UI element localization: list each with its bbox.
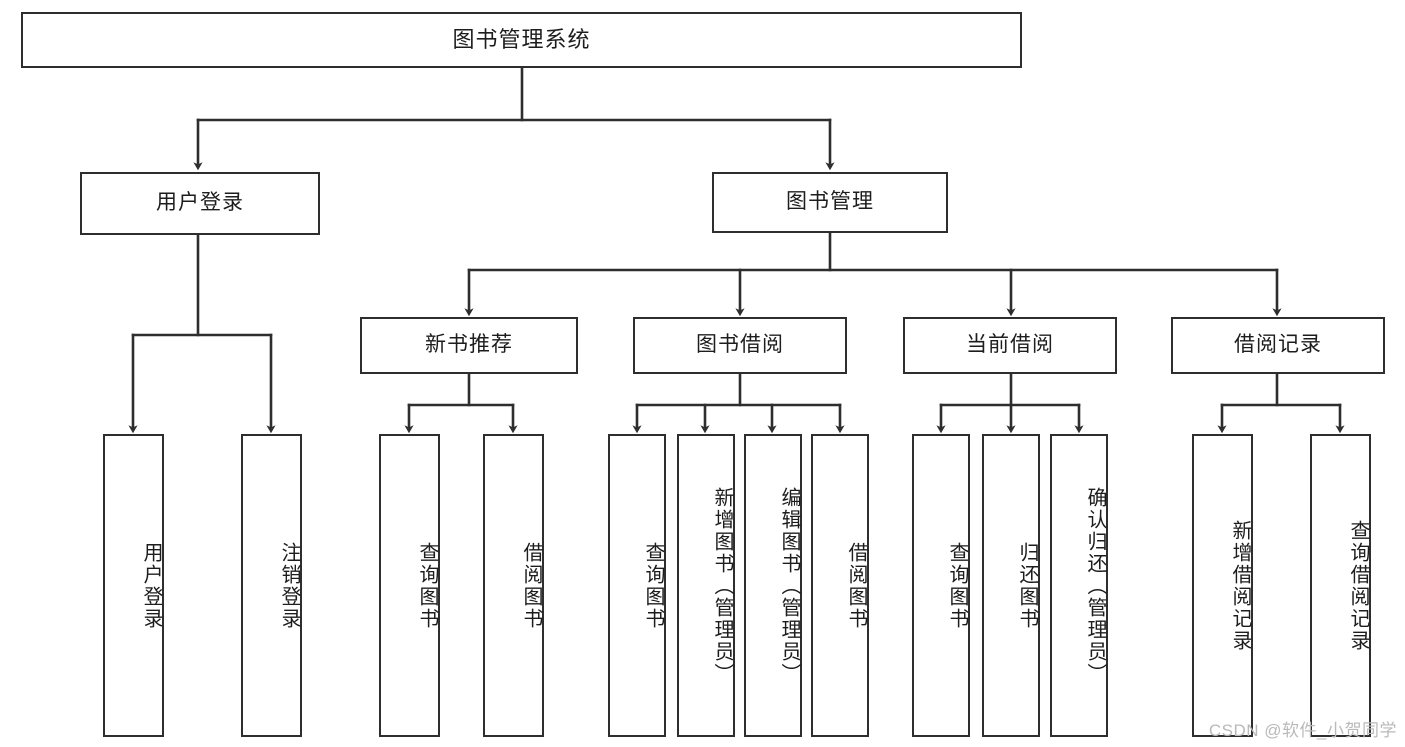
leaf-query-book-newbook-label: 查询图书 [416, 541, 438, 630]
node-book-management-label: 图书管理 [786, 190, 874, 214]
node-book-borrow[interactable]: 图书借阅 [633, 317, 847, 374]
leaf-query-borrow-record[interactable]: 查询借阅记录 [1310, 434, 1371, 737]
node-new-book-recommend[interactable]: 新书推荐 [360, 317, 578, 374]
leaf-logout-label: 注销登录 [278, 541, 300, 630]
leaf-add-book-admin[interactable]: 新增图书（管理员） [677, 434, 735, 737]
node-borrow-record-label: 借阅记录 [1234, 333, 1322, 357]
node-new-book-recommend-label: 新书推荐 [425, 333, 513, 357]
node-user-login[interactable]: 用户登录 [80, 172, 320, 235]
leaf-borrow-book[interactable]: 借阅图书 [811, 434, 869, 737]
leaf-borrow-book-newbook-label: 借阅图书 [520, 541, 542, 630]
leaf-return-book-label: 归还图书 [1016, 541, 1038, 630]
leaf-query-book-borrow[interactable]: 查询图书 [608, 434, 666, 737]
leaf-query-borrow-record-label: 查询借阅记录 [1347, 519, 1369, 652]
leaf-confirm-return-admin-label: 确认归还（管理员） [1084, 486, 1106, 685]
leaf-edit-book-admin[interactable]: 编辑图书（管理员） [744, 434, 802, 737]
leaf-borrow-book-newbook[interactable]: 借阅图书 [483, 434, 544, 737]
watermark: CSDN @软件_小贺同学 [1208, 721, 1397, 740]
leaf-edit-book-admin-label: 编辑图书（管理员） [778, 486, 800, 685]
node-current-borrow[interactable]: 当前借阅 [903, 317, 1117, 374]
node-book-borrow-label: 图书借阅 [696, 333, 784, 357]
node-current-borrow-label: 当前借阅 [966, 333, 1054, 357]
node-root[interactable]: 图书管理系统 [21, 12, 1022, 68]
leaf-query-book-borrow-label: 查询图书 [642, 541, 664, 630]
leaf-add-borrow-record-label: 新增借阅记录 [1229, 519, 1251, 652]
leaf-borrow-book-label: 借阅图书 [845, 541, 867, 630]
node-borrow-record[interactable]: 借阅记录 [1171, 317, 1385, 374]
leaf-add-book-admin-label: 新增图书（管理员） [711, 486, 733, 685]
leaf-add-borrow-record[interactable]: 新增借阅记录 [1192, 434, 1253, 737]
node-book-management[interactable]: 图书管理 [712, 172, 948, 233]
leaf-user-login[interactable]: 用户登录 [103, 434, 164, 737]
leaf-logout[interactable]: 注销登录 [241, 434, 302, 737]
leaf-query-book-current-label: 查询图书 [946, 541, 968, 630]
leaf-confirm-return-admin[interactable]: 确认归还（管理员） [1050, 434, 1108, 737]
node-user-login-label: 用户登录 [156, 191, 244, 215]
leaf-query-book-newbook[interactable]: 查询图书 [379, 434, 440, 737]
leaf-return-book[interactable]: 归还图书 [982, 434, 1040, 737]
leaf-query-book-current[interactable]: 查询图书 [912, 434, 970, 737]
node-root-label: 图书管理系统 [452, 27, 591, 53]
leaf-user-login-label: 用户登录 [140, 541, 162, 630]
